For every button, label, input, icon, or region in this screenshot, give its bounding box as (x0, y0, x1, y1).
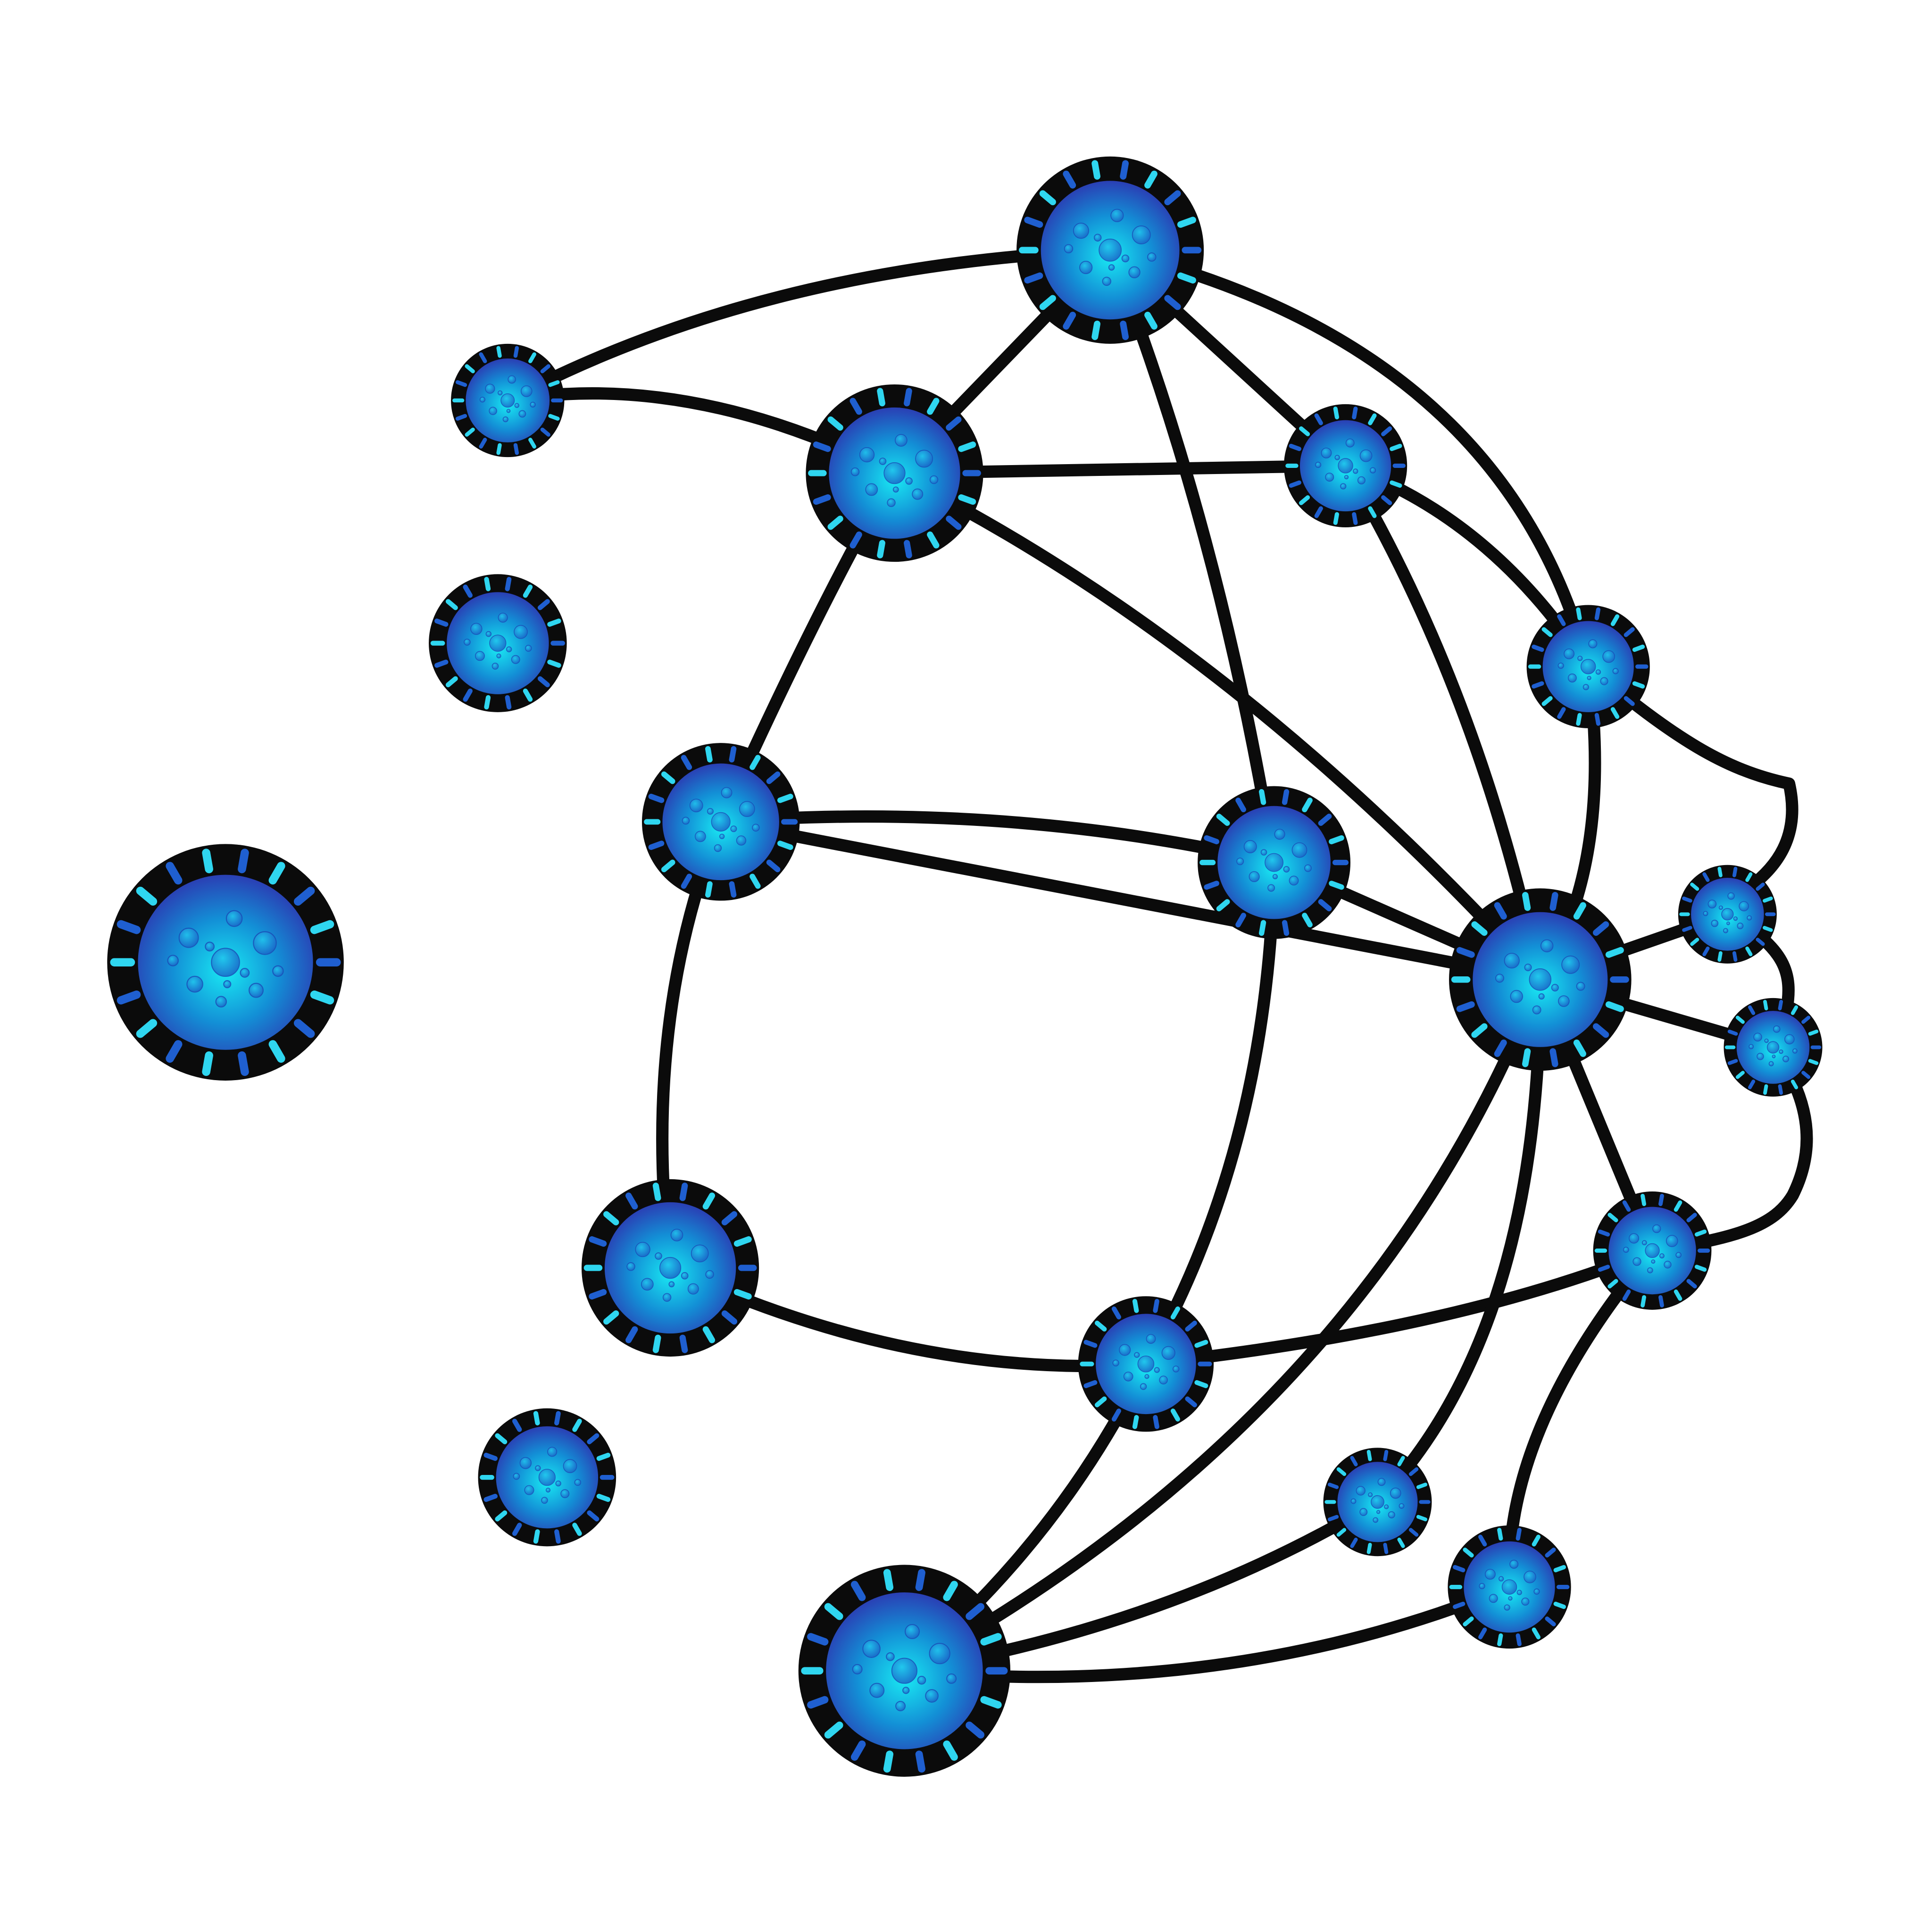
network-link-13 (715, 816, 1547, 986)
coronavirus-icon (1323, 1448, 1432, 1557)
coronavirus-icon (806, 384, 983, 562)
network-link-24 (898, 973, 1547, 1677)
coronavirus-icon (798, 1565, 1011, 1777)
coronavirus-icon (1526, 605, 1650, 728)
network-link-8 (888, 467, 1547, 986)
coronavirus-icon (1078, 1296, 1214, 1432)
network-link-12 (715, 810, 1281, 869)
coronavirus-icon (429, 574, 567, 712)
coronavirus-icon (451, 343, 565, 458)
virus-nodes (107, 156, 1823, 1777)
coronavirus-icon (1198, 786, 1351, 939)
network-link-17 (1140, 856, 1281, 1370)
coronavirus-icon (1449, 888, 1632, 1071)
coronavirus-icon (1016, 156, 1204, 344)
coronavirus-icon (1448, 1525, 1571, 1649)
coronavirus-icon (1283, 404, 1407, 528)
network-link-25 (1371, 973, 1547, 1508)
network-link-7 (1104, 244, 1281, 869)
coronavirus-icon (107, 844, 344, 1081)
coronavirus-icon (641, 743, 800, 901)
coronavirus-icon (478, 1408, 616, 1547)
network-link-6 (1104, 244, 1595, 673)
coronavirus-icon (1593, 1191, 1712, 1310)
coronavirus-icon (581, 1179, 759, 1357)
network-link-19 (1140, 1244, 1659, 1370)
coronavirus-icon (1724, 998, 1823, 1097)
network-link-1 (501, 244, 1116, 407)
coronavirus-icon (1678, 865, 1777, 964)
